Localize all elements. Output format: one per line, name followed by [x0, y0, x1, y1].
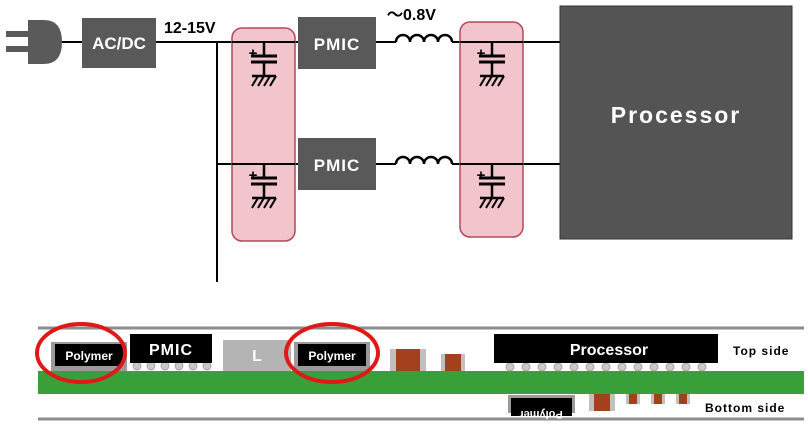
input-capacitor-bottom: + — [249, 162, 279, 210]
acdc-label: AC/DC — [92, 34, 146, 53]
mlcc-top-large — [390, 349, 426, 371]
cap-plus-sign: + — [249, 167, 258, 184]
polymer-capacitor-middle: Polymer — [294, 342, 370, 371]
pmic-top: PMIC — [298, 17, 376, 69]
mlcc-top-small — [441, 354, 465, 371]
polymer-capacitor-bottom: Polymer — [508, 395, 575, 420]
cap-plus-sign: + — [477, 45, 486, 62]
output-capacitor-highlight — [459, 21, 524, 238]
cap-plus-sign: + — [477, 167, 486, 184]
top-side-label: Top side — [733, 344, 789, 358]
polymer-bottom-label: Polymer — [519, 408, 563, 420]
inductor-top-icon — [394, 33, 454, 43]
pmic-top-label: PMIC — [314, 35, 361, 54]
inductor-component: L — [223, 340, 291, 371]
pmic-bottom-label: PMIC — [314, 156, 361, 175]
input-voltage-label: 12-15V — [164, 20, 216, 37]
mlcc-bottom-4 — [676, 394, 690, 404]
cap-plus-sign: + — [249, 45, 258, 62]
pmic-bottom: PMIC — [298, 138, 376, 190]
inductor-bottom-icon — [394, 155, 454, 165]
highlight-circle-left — [35, 322, 127, 384]
pmic-chip: PMIC — [130, 334, 212, 363]
mlcc-bottom-2 — [626, 394, 640, 404]
bottom-side-label: Bottom side — [705, 401, 785, 415]
mlcc-bottom-1 — [589, 394, 615, 411]
output-capacitor-bottom: + — [477, 162, 507, 210]
acdc-converter: AC/DC — [82, 18, 156, 68]
processor-chip-label: Processor — [570, 342, 648, 359]
processor-solder-balls — [505, 362, 707, 372]
inductor-label: L — [252, 348, 262, 365]
ac-plug-icon — [6, 20, 82, 64]
processor-chip: Processor — [494, 334, 718, 363]
pmic-chip-label: PMIC — [149, 342, 193, 359]
input-capacitor-highlight — [231, 27, 296, 242]
polymer-middle-label: Polymer — [308, 349, 356, 363]
processor-block: Processor — [559, 5, 793, 240]
polymer-capacitor-left: Polymer — [51, 342, 127, 371]
pcb-board — [38, 371, 804, 394]
highlight-circle-middle — [284, 322, 380, 384]
input-capacitor-top: + — [249, 40, 279, 88]
polymer-left-label: Polymer — [65, 349, 113, 363]
processor-label: Processor — [611, 102, 742, 128]
output-voltage-label: ～0.8V — [387, 7, 436, 24]
output-capacitor-top: + — [477, 40, 507, 88]
pmic-solder-balls — [132, 361, 212, 371]
mlcc-bottom-3 — [651, 394, 665, 404]
